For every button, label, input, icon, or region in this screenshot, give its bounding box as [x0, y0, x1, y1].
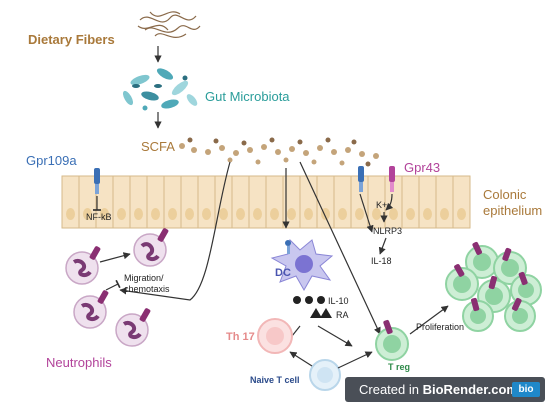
colonic-label: Colonic — [483, 187, 527, 202]
proliferation-label: Proliferation — [416, 322, 464, 332]
epithelial-nucleus — [83, 208, 92, 220]
gut-microbiota-label: Gut Microbiota — [205, 89, 290, 104]
epithelial-nucleus — [168, 208, 177, 220]
epithelial-nucleus — [185, 208, 194, 220]
fiber-strands — [137, 11, 201, 39]
treg-cluster — [445, 241, 542, 332]
ra-label: RA — [336, 310, 349, 320]
migration-arrow — [99, 252, 131, 263]
neutrophil-4 — [115, 308, 151, 347]
epithelial-nucleus — [202, 208, 211, 220]
gpr109a-receptor — [94, 168, 100, 194]
gpr43-receptor — [389, 166, 395, 192]
epithelial-nucleus — [372, 208, 381, 220]
chemotaxis-label: chemotaxis — [124, 284, 170, 294]
epithelium-label: epithelium — [483, 203, 542, 218]
epithelial-nucleus — [134, 208, 143, 220]
epithelial-nucleus — [355, 208, 364, 220]
migration-label: Migration/ — [124, 273, 164, 283]
bacteria-cluster — [122, 68, 198, 111]
il18-label: IL-18 — [371, 256, 392, 266]
scfa-to-treg-arrow — [299, 161, 381, 335]
epithelial-nucleus — [253, 208, 262, 220]
epithelial-nucleus — [389, 208, 398, 220]
dc-label: DC — [275, 267, 291, 279]
scfa-label: SCFA — [141, 139, 175, 154]
treg-cell — [375, 319, 409, 361]
epithelial-nucleus — [338, 208, 347, 220]
th17-label: Th 17 — [226, 331, 255, 343]
epithelial-nucleus — [236, 208, 245, 220]
epithelial-nucleus — [219, 208, 228, 220]
to-treg-arrow — [317, 325, 353, 347]
neutrophil-cells — [65, 228, 169, 347]
treg-proliferation-arrow — [409, 305, 449, 335]
epithelial-nucleus — [117, 208, 126, 220]
scfa-particles — [179, 137, 379, 167]
epithelial-nucleus — [423, 208, 432, 220]
kplus-label: K+ — [376, 200, 387, 210]
chemotaxis-inhibit — [105, 279, 121, 291]
epithelial-nucleus — [270, 208, 279, 220]
colonic-epithelium-layer — [61, 175, 471, 229]
neutrophil-1 — [65, 246, 101, 285]
naive-to-treg-arrow — [337, 351, 373, 369]
epithelial-nucleus — [66, 208, 75, 220]
il10-label: IL-10 — [328, 296, 349, 306]
epithelial-nucleus — [457, 208, 466, 220]
treg-label: T reg — [388, 362, 410, 372]
dietary-fibers-label: Dietary Fibers — [28, 32, 115, 47]
epithelial-nucleus — [100, 208, 109, 220]
epithelial-nucleus — [304, 208, 313, 220]
neutrophil-3 — [73, 290, 109, 329]
scfa-to-neutrophil-arrow — [119, 161, 231, 301]
neutrophils-label: Neutrophils — [46, 355, 112, 370]
gpr109a-receptor-2 — [358, 166, 364, 192]
watermark-prefix: Created in — [359, 382, 423, 397]
biorender-watermark: Created in BioRender.com bio — [345, 377, 545, 402]
naive-t-cell — [309, 359, 341, 391]
nlrp3-to-il18-arrow — [378, 237, 387, 255]
biorender-logo-icon: bio — [512, 382, 540, 397]
ra-triangles — [310, 308, 332, 318]
watermark-brand: BioRender.com — [422, 382, 518, 397]
neutrophil-2 — [133, 228, 169, 267]
gpr109a-label: Gpr109a — [26, 153, 77, 168]
naive-t-cell-label: Naive T cell — [250, 375, 300, 385]
epithelial-nucleus — [440, 208, 449, 220]
naive-to-th17-arrow — [289, 351, 313, 367]
epithelial-nucleus — [151, 208, 160, 220]
th17-cell — [257, 318, 293, 354]
gpr43-to-kplus-arrow — [385, 193, 394, 211]
il10-dots — [293, 296, 325, 304]
gpr109a-to-il18-arrow — [359, 193, 374, 233]
gpr43-label: Gpr43 — [404, 160, 440, 175]
nlrp3-label: NLRP3 — [373, 226, 402, 236]
epithelial-nucleus — [287, 208, 296, 220]
nfkb-label: NF-kB — [86, 212, 112, 222]
dendritic-cell — [270, 238, 334, 292]
epithelial-nucleus — [406, 208, 415, 220]
